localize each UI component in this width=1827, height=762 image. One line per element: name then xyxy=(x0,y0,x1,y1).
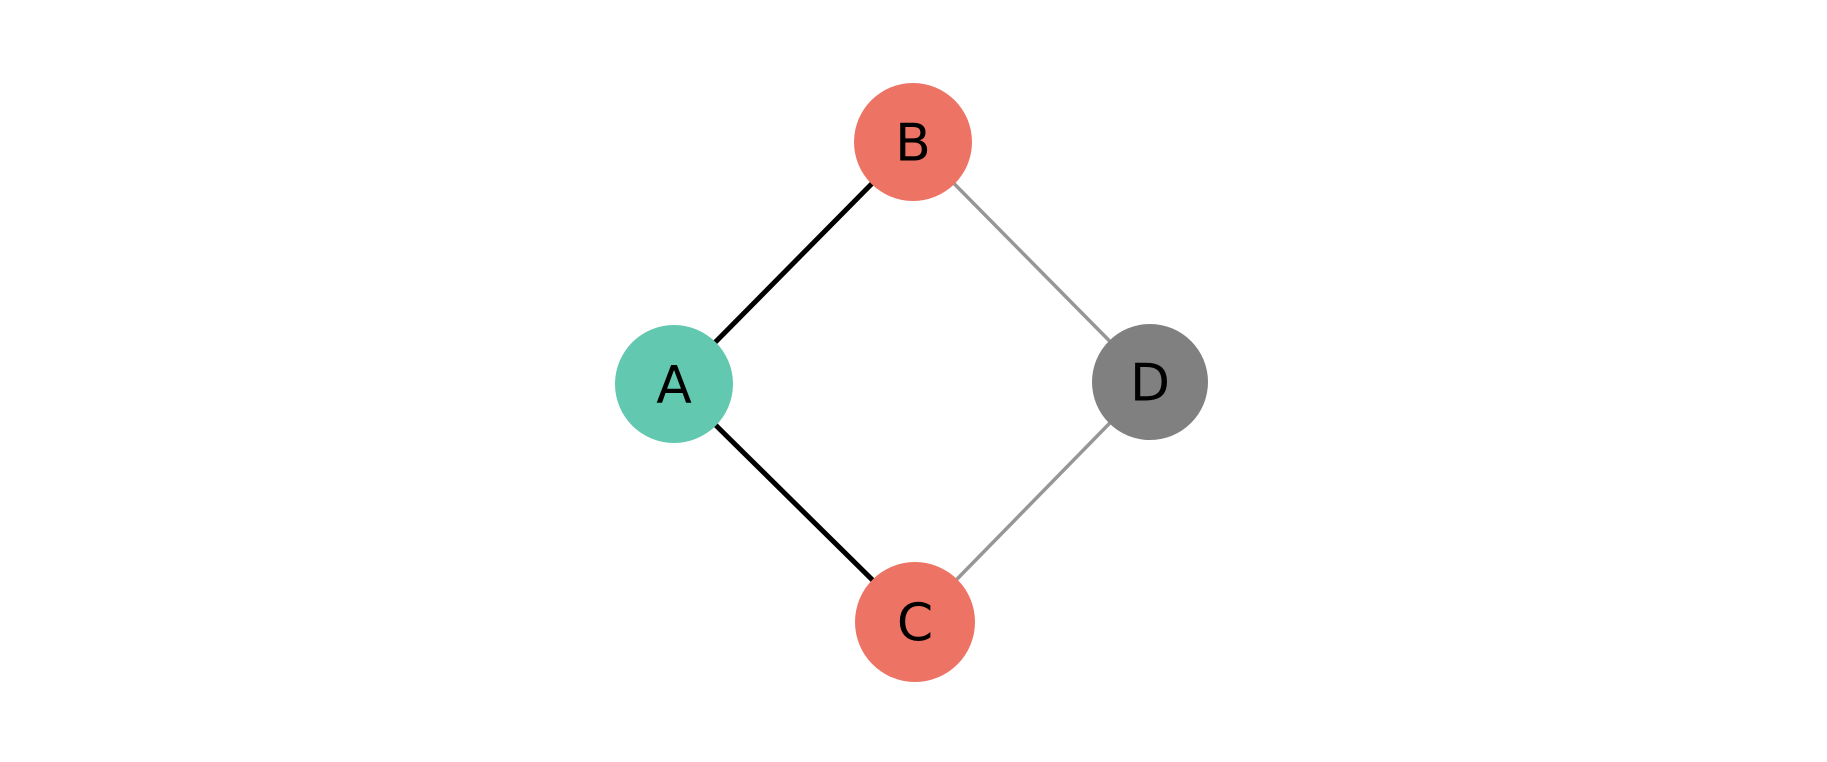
node-A: A xyxy=(615,325,733,443)
node-circle-A xyxy=(615,325,733,443)
node-D: D xyxy=(1092,324,1208,440)
node-label-A: A xyxy=(656,356,692,416)
node-label-B: B xyxy=(895,114,931,174)
node-circle-B xyxy=(854,83,972,201)
node-circle-D xyxy=(1092,324,1208,440)
node-C: C xyxy=(855,562,975,682)
node-circle-C xyxy=(855,562,975,682)
node-label-C: C xyxy=(897,594,933,654)
node-label-D: D xyxy=(1130,354,1170,414)
node-B: B xyxy=(854,83,972,201)
